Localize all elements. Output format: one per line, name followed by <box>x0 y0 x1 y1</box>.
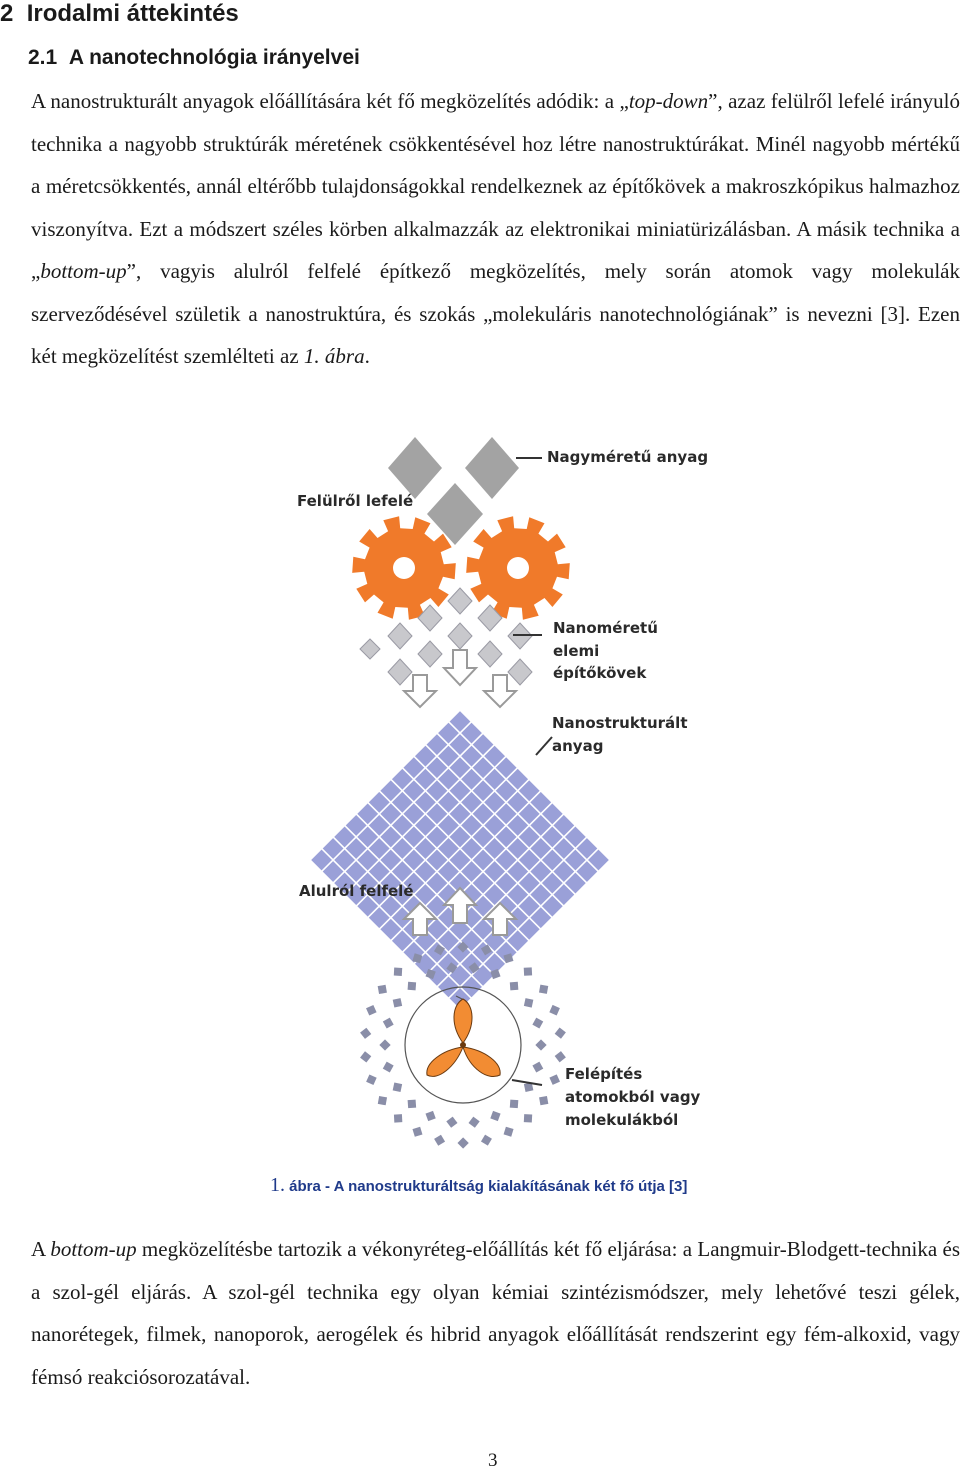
atom-block <box>433 944 445 956</box>
atom-block <box>523 1082 534 1092</box>
propeller-icon <box>404 986 522 1104</box>
atom-block <box>393 1114 403 1123</box>
text-run: A <box>31 1237 51 1261</box>
atom-block <box>382 1061 394 1073</box>
atom-block <box>490 968 501 980</box>
atom-block <box>549 1004 560 1016</box>
gear-icon <box>352 516 456 620</box>
atom-block <box>379 1039 391 1051</box>
atom-block <box>480 944 492 956</box>
intro-paragraph: A nanostrukturált anyagok előállítására … <box>31 80 960 378</box>
atom-block <box>393 967 403 976</box>
nanotech-approaches-figure: Nagyméretű anyag Felülről lefelé Nanomér… <box>297 437 708 1149</box>
label-nano-blocks-3: építőkövek <box>553 664 647 682</box>
atom-block <box>554 1051 566 1063</box>
up-arrows <box>401 886 519 936</box>
atom-blocks <box>360 941 566 1149</box>
italic-term: bottom-up <box>40 259 127 283</box>
atom-block <box>377 1096 388 1106</box>
caption-text: ábra - A nanostrukturáltság kialakításán… <box>285 1178 688 1195</box>
text-run: megközelítésbe tartozik a vékonyréteg-el… <box>31 1237 960 1389</box>
atom-block <box>412 953 423 964</box>
italic-term: bottom-up <box>50 1237 137 1261</box>
text-run: ”, vagyis alulról felfelé építkező megkö… <box>31 259 960 368</box>
atom-block <box>366 1004 377 1016</box>
label-nano-blocks-2: elemi <box>553 642 599 660</box>
large-material-diamonds <box>388 437 519 545</box>
atom-block <box>509 981 519 991</box>
atom-block <box>392 998 403 1008</box>
atom-block <box>366 1074 377 1086</box>
caption-number: 1. <box>270 1174 285 1196</box>
label-nanostructured-1: Nanostrukturált <box>552 714 688 732</box>
atom-block <box>532 1017 544 1029</box>
atom-block <box>446 962 458 974</box>
subsection-heading: 2.1 A nanotechnológia irányelvei <box>28 46 360 70</box>
atom-block <box>535 1039 547 1051</box>
atom-block <box>360 1027 372 1039</box>
subsection-number: 2.1 <box>28 46 58 69</box>
label-large-material: Nagyméretű anyag <box>547 448 708 466</box>
atom-block <box>554 1027 566 1039</box>
atom-block <box>480 1134 492 1146</box>
section-title: Irodalmi áttekintés <box>26 0 239 27</box>
italic-term: top-down <box>628 89 709 113</box>
subsection-title: A nanotechnológia irányelvei <box>68 46 360 69</box>
atom-block <box>503 953 514 964</box>
figure-reference: 1. ábra <box>303 344 365 368</box>
atom-block <box>490 1110 501 1122</box>
atom-block <box>425 968 436 980</box>
gear-icon <box>466 516 570 620</box>
atom-block <box>392 1082 403 1092</box>
text-run: ”, azaz felülről lefelé irányuló technik… <box>31 89 960 283</box>
atom-block <box>446 1116 458 1128</box>
section-number: 2 <box>0 0 14 27</box>
atom-block <box>360 1051 372 1063</box>
atom-block <box>523 998 534 1008</box>
label-assembly-1: Felépítés <box>565 1065 642 1083</box>
label-bottom-up: Alulról felfelé <box>299 882 414 900</box>
body-paragraph: A bottom-up megközelítésbe tartozik a vé… <box>31 1228 960 1398</box>
atom-block <box>509 1099 519 1109</box>
label-nanostructured-2: anyag <box>552 737 603 755</box>
atom-block <box>468 962 480 974</box>
label-top-down: Felülről lefelé <box>297 492 413 510</box>
atom-block <box>425 1110 436 1122</box>
atom-block <box>407 981 417 991</box>
label-assembly-2: atomokból vagy <box>565 1088 701 1106</box>
text-run: . <box>364 344 370 368</box>
figure-caption: 1. ábra - A nanostrukturáltság kialakítá… <box>270 1174 730 1197</box>
atom-block <box>434 1134 446 1146</box>
atom-block <box>538 984 549 994</box>
down-arrows <box>401 649 519 709</box>
text-run: A nanostrukturált anyagok előállítására … <box>31 89 629 113</box>
atom-block <box>457 1137 469 1149</box>
atom-block <box>382 1017 394 1029</box>
label-nano-blocks-1: Nanoméretű <box>553 619 658 637</box>
atom-block <box>377 984 387 995</box>
atom-block <box>539 1095 549 1106</box>
atom-block <box>468 1116 480 1128</box>
label-assembly-3: molekulákból <box>565 1111 678 1129</box>
atom-block <box>523 967 533 976</box>
atom-block <box>503 1126 514 1137</box>
page-number: 3 <box>488 1450 498 1471</box>
nanostructured-grid <box>309 709 611 1011</box>
atom-block <box>532 1061 544 1073</box>
atom-block <box>523 1114 533 1123</box>
atom-block <box>412 1126 423 1137</box>
atom-block <box>549 1074 560 1085</box>
atom-block <box>407 1099 417 1109</box>
section-heading: 2 Irodalmi áttekintés <box>0 0 239 28</box>
